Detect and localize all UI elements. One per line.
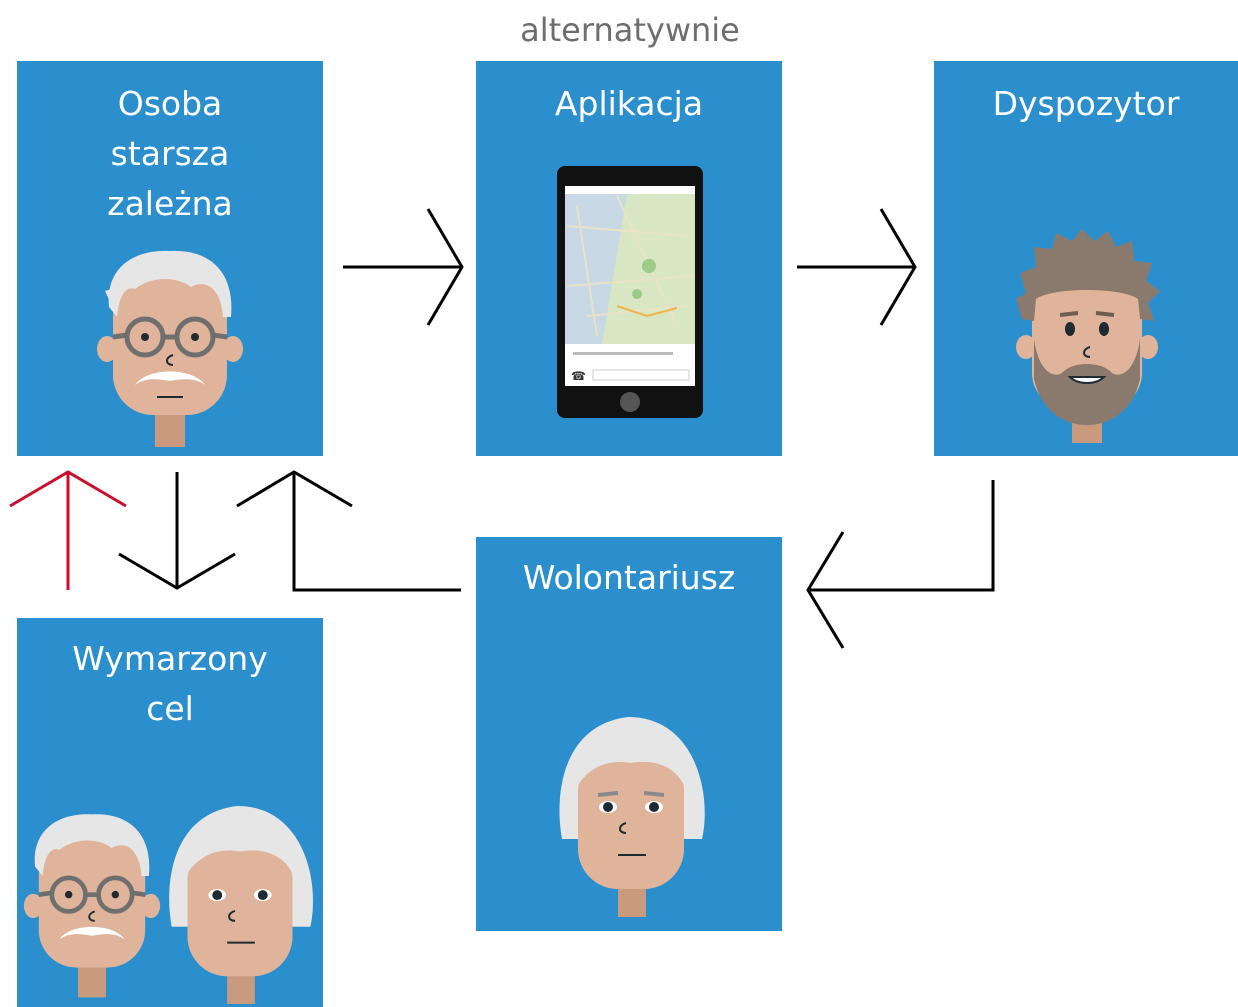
panel-title-line: starsza [110,134,230,173]
bearded-man-icon [1016,229,1160,443]
arrow-volunteer-to-elder [236,470,461,592]
panel-title: Aplikacja [554,84,704,123]
elderly-man-icon [23,814,161,998]
top-label-alternative: alternatywnie [520,11,740,49]
panel-title-line: Wymarzony [72,639,268,678]
elderly-woman-icon [169,805,313,1004]
elderly-man-icon [97,250,243,447]
panel-title-line: Osoba [117,84,223,123]
svg-text:☎: ☎ [571,369,586,383]
panel-dispatcher: Dyspozytor [934,61,1238,456]
panel-dream-goal: Wymarzony cel [17,618,323,1007]
panel-elderly-person: Osoba starsza zależna [17,61,323,456]
panel-volunteer: Wolontariusz [476,537,782,931]
panel-title-line: cel [146,689,194,728]
arrow-elder-to-app [343,208,464,326]
arrow-dispatcher-to-volunteer [806,480,995,649]
arrow-elder-to-goal [118,472,236,590]
smartphone-icon: ☎ [557,166,703,418]
elderly-woman-icon [559,717,705,917]
arrow-app-to-dispatcher [797,208,917,326]
panel-title-line: zależna [107,184,233,223]
arrow-goal-to-elder-alternative [9,470,127,590]
panel-application: Aplikacja ☎ [476,61,782,456]
panel-title: Wolontariusz [522,558,736,597]
panel-title: Dyspozytor [992,84,1180,123]
